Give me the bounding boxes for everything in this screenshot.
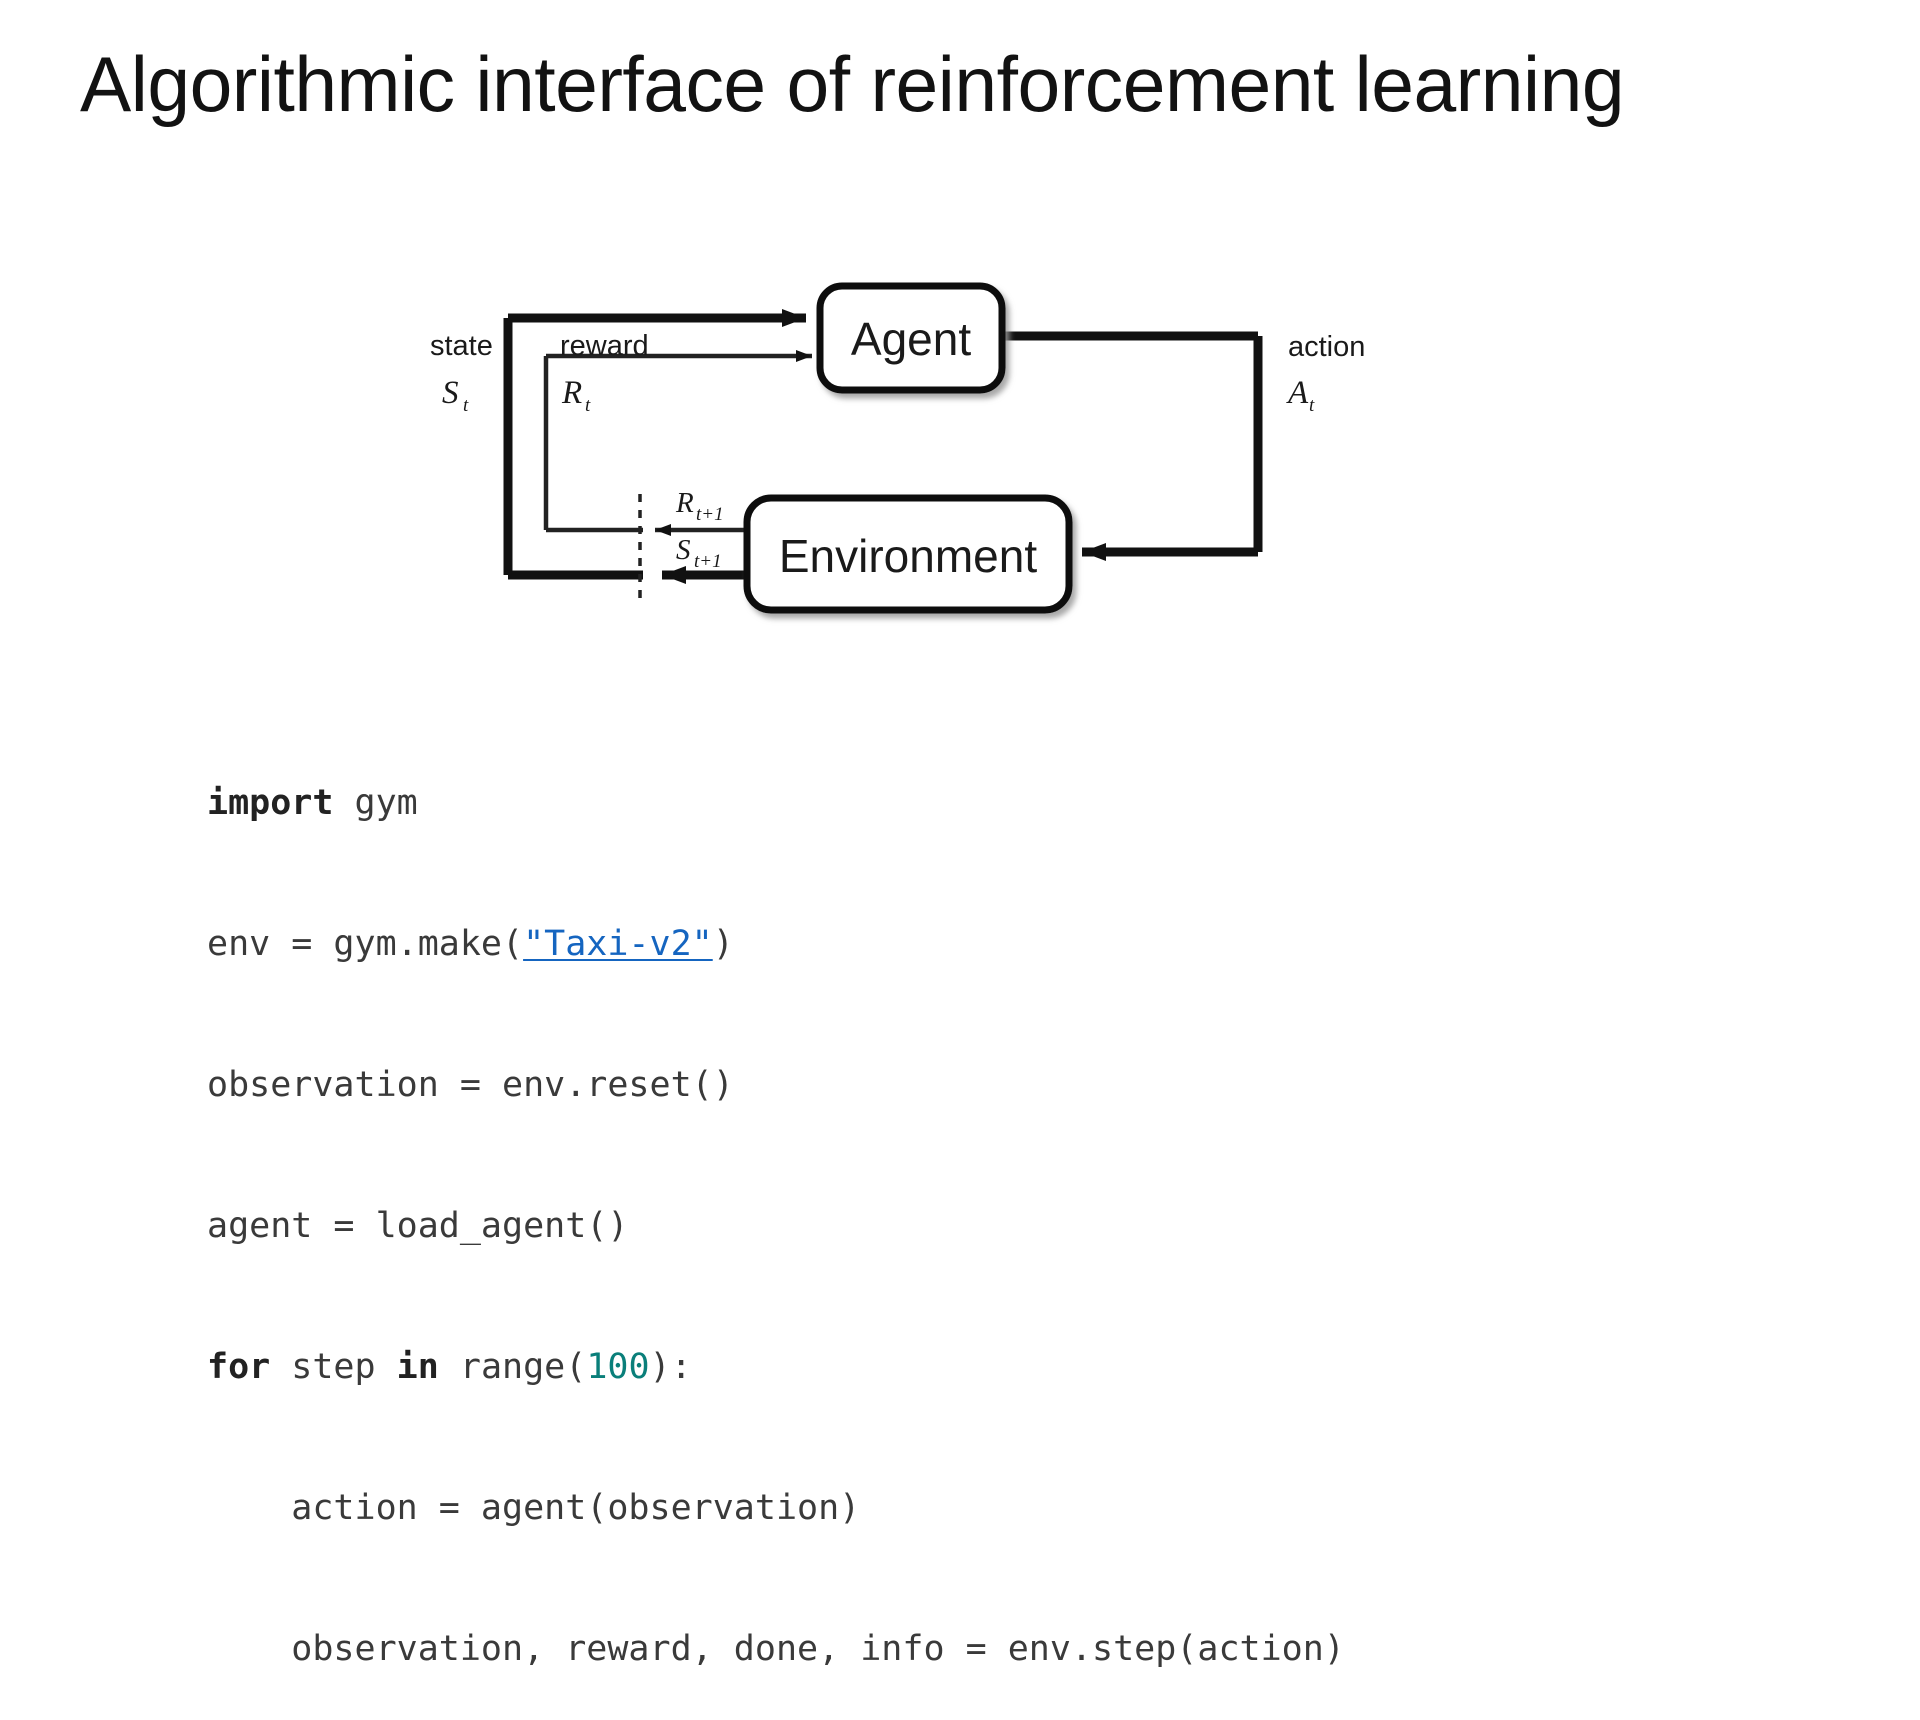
svg-text:S: S (676, 534, 691, 566)
keyword-for: for (207, 1347, 271, 1387)
code-line-2-prefix: env = gym.make( (207, 924, 524, 964)
agent-node: Agent (816, 282, 1006, 394)
next-state-symbol-label: S t+1 (676, 534, 722, 572)
reward-symbol-label: R t (561, 375, 591, 416)
agent-label: Agent (851, 313, 971, 365)
code-line-1: import gym (207, 780, 1345, 827)
agent-environment-diagram: Agent Environment state S t reward R t a… (0, 190, 1920, 630)
action-word-label: action (1288, 331, 1365, 363)
svg-text:t: t (585, 395, 591, 416)
environment-box (743, 494, 1073, 614)
keyword-in: in (396, 1347, 439, 1387)
agent-environment-diagram-svg: Agent Environment state S t reward R t a… (430, 282, 1365, 614)
svg-text:t: t (1309, 395, 1315, 416)
taxi-v2-link[interactable]: "Taxi-v2" (523, 924, 713, 964)
code-line-2-suffix: ) (712, 924, 734, 964)
svg-text:t: t (463, 395, 469, 416)
code-line-3: observation = env.reset() (207, 1065, 734, 1105)
python-code-block: import gym env = gym.make("Taxi-v2") obs… (207, 686, 1345, 1720)
code-line-2: env = gym.make("Taxi-v2") (207, 921, 1345, 968)
reward-word-label: reward (560, 330, 649, 362)
svg-text:S: S (442, 375, 459, 411)
page-title: Algorithmic interface of reinforcement l… (80, 40, 1625, 128)
environment-label: Environment (779, 530, 1037, 582)
code-line-5-b: range( (438, 1347, 587, 1387)
state-word-label: state (430, 330, 493, 362)
code-line-6: action = agent(observation) (207, 1488, 861, 1528)
action-symbol-label: A t (1286, 375, 1315, 416)
environment-node: Environment (743, 494, 1073, 614)
code-line-5: for step in range(100): (207, 1344, 1345, 1391)
code-line-4: agent = load_agent() (207, 1206, 629, 1246)
agent-box (816, 282, 1006, 394)
reward-edge (543, 350, 812, 533)
code-line-1-rest: gym (333, 783, 418, 823)
keyword-import: import (207, 783, 334, 823)
svg-text:R: R (675, 487, 694, 519)
state-symbol-label: S t (442, 375, 469, 416)
svg-text:t+1: t+1 (694, 551, 722, 572)
next-reward-symbol-label: R t+1 (675, 487, 724, 525)
number-literal-100: 100 (586, 1347, 650, 1387)
code-line-7: observation, reward, done, info = env.st… (207, 1629, 1345, 1669)
state-edge (503, 309, 806, 580)
code-line-5-a: step (270, 1347, 397, 1387)
svg-text:A: A (1286, 375, 1309, 411)
svg-text:R: R (561, 375, 582, 411)
action-edge (1000, 331, 1263, 561)
code-line-5-c: ): (649, 1347, 692, 1387)
svg-text:t+1: t+1 (696, 504, 724, 525)
